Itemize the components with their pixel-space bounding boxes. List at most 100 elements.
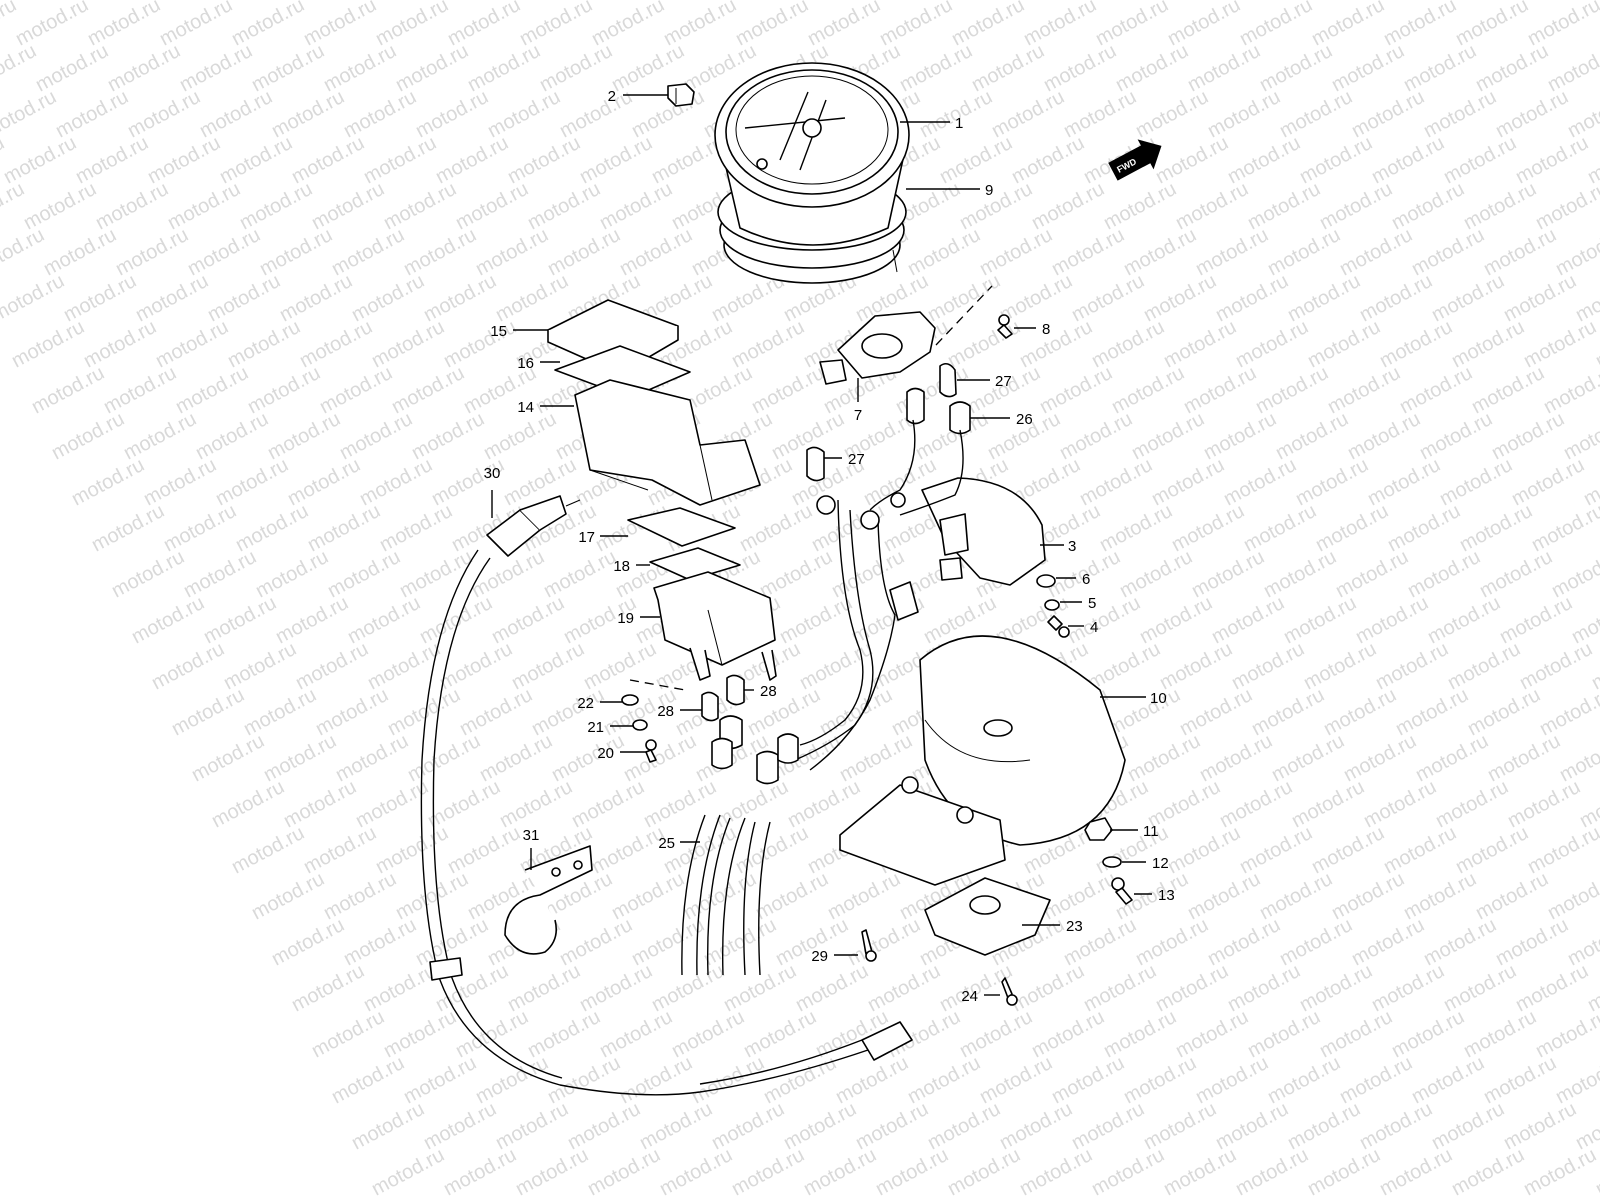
watermark-text: motod.ru [48, 408, 128, 464]
leader-lines [491, 94, 1152, 996]
lower-clamp [924, 877, 1051, 956]
callout-25: 25 [658, 835, 675, 852]
callout-5: 5 [1088, 595, 1096, 612]
meter-bracket [819, 311, 936, 385]
callout-13: 13 [1158, 887, 1175, 904]
watermark-text: motod.ru [148, 638, 228, 694]
cap-27-lower [806, 446, 825, 482]
cable-bundle [681, 715, 799, 976]
callout-9: 9 [985, 182, 993, 199]
callout-12: 12 [1152, 855, 1169, 872]
callout-29: 29 [811, 948, 828, 965]
callout-labels: 2 1 9 8 27 7 26 27 3 6 5 4 10 11 12 13 2… [484, 88, 1175, 1005]
relay-3 [921, 477, 1046, 586]
washer-5 [1044, 599, 1060, 611]
callout-23: 23 [1066, 918, 1083, 935]
watermark-text: motod.ru [0, 86, 60, 142]
washer-6 [1036, 574, 1056, 588]
callout-17: 17 [578, 529, 595, 546]
callout-18: 18 [613, 558, 630, 575]
cap-28-left [701, 691, 719, 722]
watermark-text: motod.ru [1552, 1052, 1600, 1108]
watermark-text: motod.ru [1520, 1144, 1600, 1200]
nut-11 [1084, 817, 1113, 841]
bolt-29 [861, 929, 877, 962]
screw-4 [1047, 615, 1070, 638]
watermark-text: motod.ru [168, 684, 248, 740]
watermark-text: motod.ru [1544, 40, 1600, 96]
watermark-text: motod.ru [68, 454, 148, 510]
watermark-text: motod.ru [1556, 730, 1600, 786]
speedometer-meter [714, 62, 910, 284]
callout-15: 15 [490, 323, 507, 340]
callout-11: 11 [1143, 823, 1159, 840]
callout-4: 4 [1090, 619, 1098, 636]
bulb-socket [667, 83, 695, 107]
watermark-text: motod.ru [288, 960, 368, 1016]
watermark-text: motod.ru [308, 1006, 388, 1062]
watermark-text: motod.ru [1532, 178, 1600, 234]
watermark-text: motod.ru [728, 1144, 808, 1200]
indicator-housing [547, 299, 761, 506]
watermark-text: motod.ru [0, 0, 20, 50]
callout-10: 10 [1150, 690, 1167, 707]
watermark-text: motod.ru [348, 1098, 428, 1154]
watermark-text: motod.ru [1016, 1144, 1096, 1200]
cable-clamp [504, 845, 593, 955]
watermark-text: motod.ru [368, 1144, 448, 1200]
callout-6: 6 [1082, 571, 1090, 588]
watermark-text: motod.ru [1524, 822, 1600, 878]
watermark-text: motod.ru [0, 224, 48, 280]
watermark-text: motod.ru [584, 1144, 664, 1200]
watermark-text: motod.ru [1232, 1144, 1312, 1200]
watermark-text: motod.ru [1548, 546, 1600, 602]
callout-8: 8 [1042, 321, 1050, 338]
callout-26: 26 [1016, 411, 1033, 428]
watermark-text: motod.ru [208, 776, 288, 832]
watermark-text: motod.ru [440, 1144, 520, 1200]
watermark-text: motod.ru [268, 914, 348, 970]
watermark-text: motod.ru [1544, 868, 1600, 924]
dash-line-8 [935, 285, 993, 346]
wiring-harness [794, 419, 964, 771]
watermark-text: motod.ru [1304, 1144, 1384, 1200]
speedometer-cable [420, 495, 913, 1096]
bolt-8 [997, 314, 1013, 339]
watermark-text: motod.ru [1536, 684, 1600, 740]
watermark-text: motod.ru [1088, 1144, 1168, 1200]
callout-19: 19 [617, 610, 634, 627]
watermark-text: motod.ru [1560, 408, 1600, 464]
callout-22: 22 [577, 695, 594, 712]
watermark-text: motod.ru [8, 316, 88, 372]
callout-14: 14 [517, 399, 534, 416]
watermark-text: motod.ru [1376, 1144, 1456, 1200]
watermark-text: motod.ru [1528, 500, 1600, 556]
watermark-text: motod.ru [1540, 362, 1600, 418]
meter-cover [839, 635, 1126, 886]
cap-27-upper [939, 362, 957, 398]
washer-21 [632, 719, 648, 731]
watermark-text: motod.ru [1160, 1144, 1240, 1200]
callout-2: 2 [608, 88, 616, 105]
watermark-text: motod.ru [0, 40, 40, 96]
watermark-text: motod.ru [188, 730, 268, 786]
watermark-text: motod.ru [248, 868, 328, 924]
callout-28-right: 28 [760, 683, 777, 700]
watermark-text: motod.ru [656, 1144, 736, 1200]
bolt-24 [1001, 977, 1018, 1006]
watermark-text: motod.ru [800, 1144, 880, 1200]
watermark-text: motod.ru [872, 1144, 952, 1200]
cap-28-right [726, 674, 745, 706]
callout-24: 24 [961, 988, 978, 1005]
fwd-arrow-icon: FWD [1108, 139, 1162, 181]
callout-31: 31 [523, 827, 540, 844]
watermark-text: motod.ru [944, 1144, 1024, 1200]
callout-21: 21 [587, 719, 604, 736]
dash-line-22 [629, 679, 686, 691]
watermark-text: motod.ru [1576, 0, 1600, 4]
watermark-text: motod.ru [0, 178, 28, 234]
callout-3: 3 [1068, 538, 1076, 555]
switch-block [627, 507, 777, 681]
watermark-text: motod.ru [108, 546, 188, 602]
callout-27-lower: 27 [848, 451, 865, 468]
